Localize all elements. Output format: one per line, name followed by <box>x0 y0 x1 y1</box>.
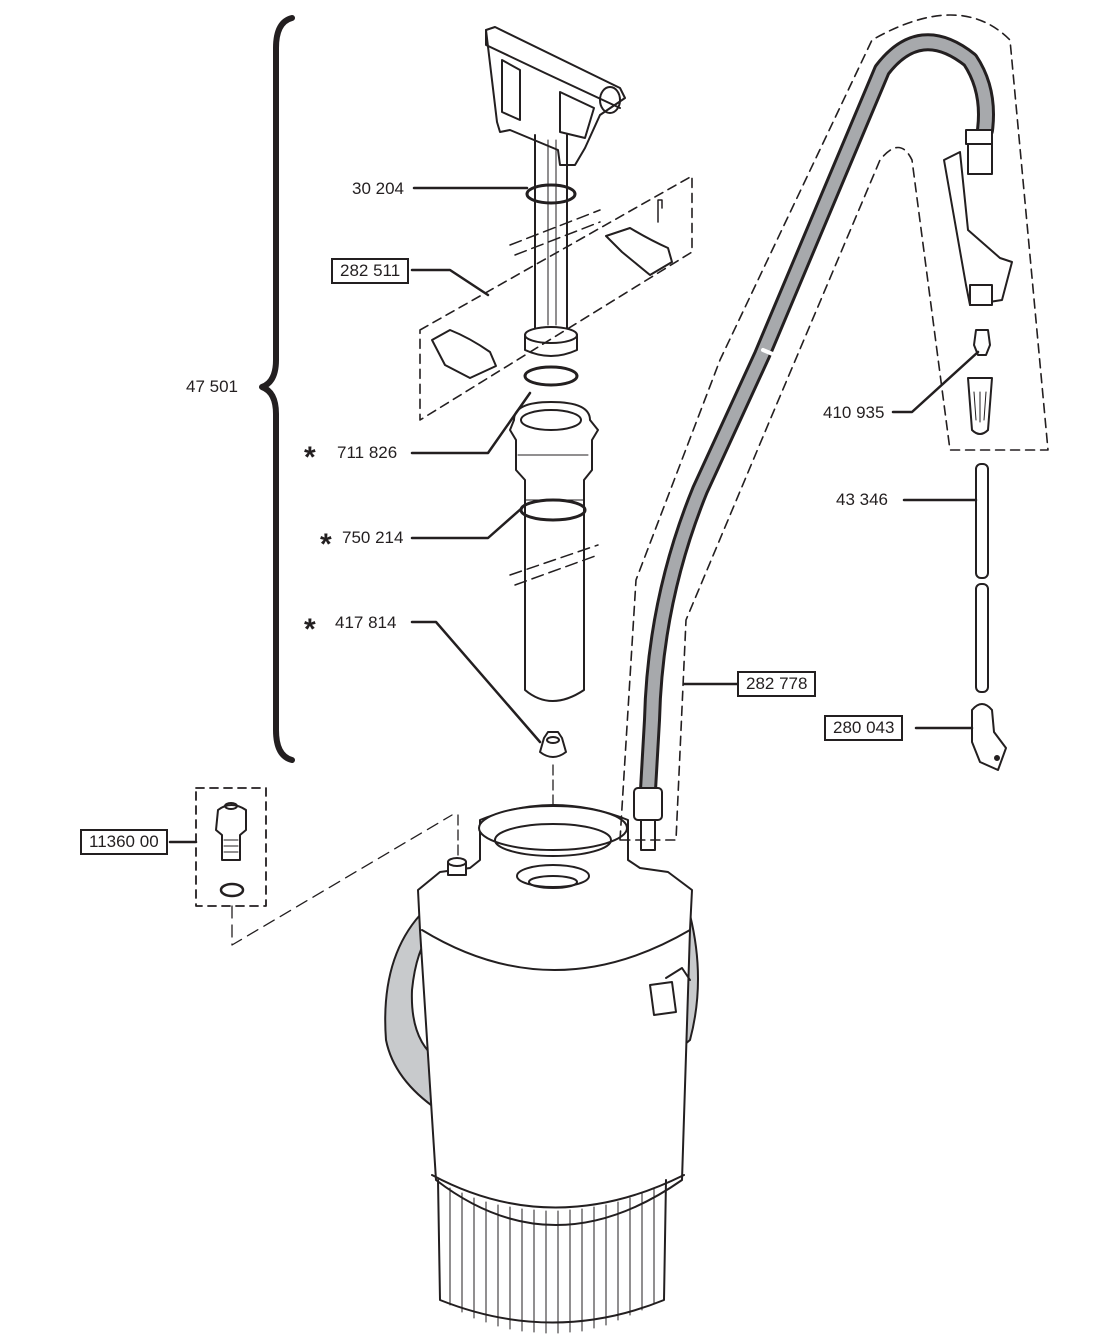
replacement-marker: * <box>304 613 316 646</box>
relief-valve-outline <box>195 787 267 907</box>
spray-gun <box>943 129 1013 306</box>
pump-piston <box>524 326 578 357</box>
relief-valve <box>215 802 247 861</box>
replacement-marker: * <box>320 528 332 561</box>
o-ring-relief <box>219 882 245 898</box>
clip-pin <box>657 199 663 223</box>
hose-outline <box>619 14 1049 841</box>
part-label-282511[interactable]: 282 511 <box>331 258 410 284</box>
replacement-marker: * <box>304 441 316 474</box>
pump-handle <box>485 26 626 166</box>
part-label-30204[interactable]: 30 204 <box>352 179 404 198</box>
pump-cylinder <box>509 401 599 702</box>
nozzle-cone <box>967 377 993 435</box>
part-label-711826[interactable]: 711 826 <box>337 443 398 462</box>
part-label-280043[interactable]: 280 043 <box>824 715 904 741</box>
assembly-label: 47 501 <box>186 377 238 396</box>
clip-set-outline <box>419 175 693 421</box>
part-label-750214[interactable]: 750 214 <box>342 528 404 547</box>
part-label-282778[interactable]: 282 778 <box>737 671 817 697</box>
valve-417814 <box>539 731 567 758</box>
part-label-43346[interactable]: 43 346 <box>836 490 888 509</box>
angled-nozzle <box>971 703 1007 771</box>
extension-tube <box>975 463 989 693</box>
part-label-417814[interactable]: 417 814 <box>335 613 397 632</box>
part-label-410935[interactable]: 410 935 <box>823 403 885 422</box>
clip-half-right <box>605 227 673 276</box>
part-label-1136000[interactable]: 11360 00 <box>80 829 168 855</box>
clip-half-left <box>431 329 497 379</box>
o-ring-30204 <box>525 183 577 205</box>
pump-shaft <box>534 134 568 331</box>
nozzle-insert-410935 <box>973 329 991 356</box>
assembly-brace <box>259 15 295 763</box>
hose <box>633 33 995 851</box>
tank <box>384 804 699 1334</box>
o-ring-711826 <box>523 365 579 387</box>
